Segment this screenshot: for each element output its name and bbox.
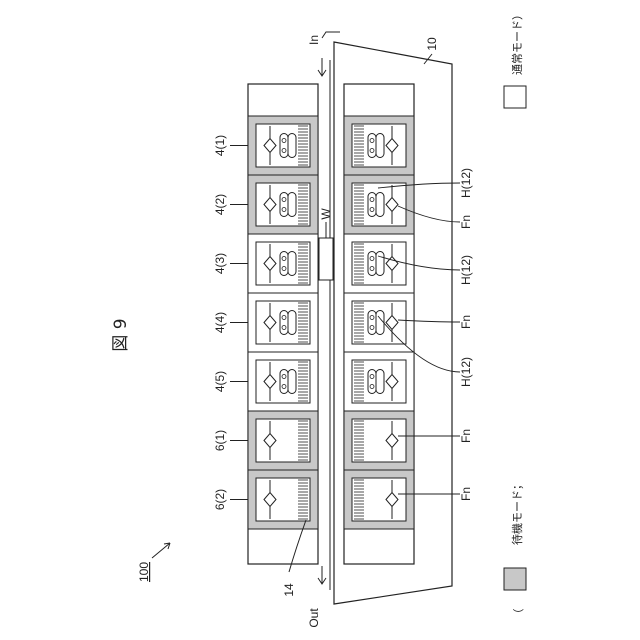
heater-coil bbox=[280, 370, 296, 394]
right-zone-1 bbox=[344, 116, 414, 175]
left-zone-4 bbox=[248, 293, 318, 352]
left-zone-6 bbox=[248, 411, 318, 470]
callout-label: H(12) bbox=[459, 255, 473, 285]
housing-ref-label: 10 bbox=[425, 37, 439, 51]
workpiece-label: W bbox=[319, 208, 333, 220]
legend-open-paren: （ bbox=[512, 609, 525, 620]
right-zone-2 bbox=[344, 175, 414, 234]
legend-normal-swatch bbox=[504, 86, 526, 108]
zone-label: 6(2) bbox=[213, 489, 227, 510]
zone-label: 4(4) bbox=[213, 312, 227, 333]
legend-standby-label: 待機モード； bbox=[510, 479, 524, 545]
callout-label: H(12) bbox=[459, 168, 473, 198]
heater-coil bbox=[280, 311, 296, 335]
right-zone-group bbox=[344, 116, 414, 529]
right-zone-3 bbox=[344, 234, 414, 293]
left-zone-1 bbox=[248, 116, 318, 175]
heater-coil bbox=[280, 252, 296, 276]
right-zone-7 bbox=[344, 470, 414, 529]
zone-label: 4(3) bbox=[213, 253, 227, 274]
callout-label: Fn bbox=[459, 215, 473, 229]
system-ref-label: 100 bbox=[137, 562, 151, 582]
zone-label: 4(5) bbox=[213, 371, 227, 392]
heater-coil bbox=[368, 252, 384, 276]
figure-title: 図 9 bbox=[111, 318, 131, 351]
zone-label: 6(1) bbox=[213, 430, 227, 451]
heater-coil bbox=[280, 134, 296, 158]
right-zone-5 bbox=[344, 352, 414, 411]
zone-label: 4(2) bbox=[213, 194, 227, 215]
left-zone-group bbox=[248, 116, 318, 529]
conveyor-ref-label: 14 bbox=[282, 583, 296, 597]
left-zone-3 bbox=[248, 234, 318, 293]
inlet-label: In bbox=[307, 35, 321, 45]
callout-label: Fn bbox=[459, 315, 473, 329]
legend-standby-swatch bbox=[504, 568, 526, 590]
left-zone-2 bbox=[248, 175, 318, 234]
heater-coil bbox=[280, 193, 296, 217]
workpiece bbox=[319, 238, 333, 280]
left-zone-5 bbox=[248, 352, 318, 411]
heater-coil bbox=[368, 193, 384, 217]
system-ref-arrow bbox=[152, 543, 170, 558]
heater-coil bbox=[368, 134, 384, 158]
left-zone-labels: 4(1) 4(2) 4(3) 4(4) 4(5) 6(1) 6(2) bbox=[213, 135, 248, 510]
left-zone-7 bbox=[248, 470, 318, 529]
heater-coil bbox=[368, 311, 384, 335]
legend-normal-label: 通常モード） bbox=[511, 9, 524, 75]
callout-label: H(12) bbox=[459, 357, 473, 387]
heater-coil bbox=[368, 370, 384, 394]
right-zone-6 bbox=[344, 411, 414, 470]
outlet-label: Out bbox=[307, 608, 321, 628]
callout-label: Fn bbox=[459, 429, 473, 443]
callout-label: Fn bbox=[459, 487, 473, 501]
zone-label: 4(1) bbox=[213, 135, 227, 156]
